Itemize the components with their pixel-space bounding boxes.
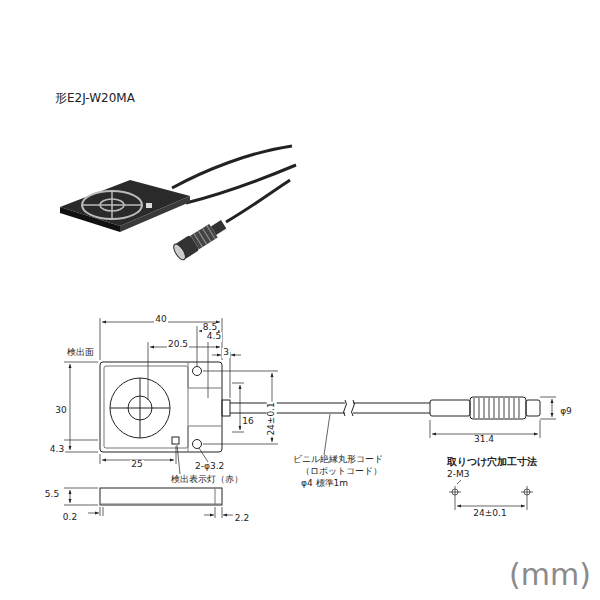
knurling [509,398,510,418]
dimension-label: 2.2 [234,514,250,524]
dimension-label: 30 [54,406,67,416]
sensor-illustration [60,146,296,262]
dimension-label: 20.5 [167,340,189,350]
dimension-label: 4.5 [206,332,222,342]
knurling [489,398,490,418]
dimension-label: 16 [241,417,254,427]
dimension-label: 3 [222,348,230,358]
dimension-label: 0.2 [62,513,78,523]
side-view [100,488,222,505]
knurling [474,398,475,418]
dimension-label: （ロボットコード） [300,467,383,477]
dimension-label: 4.3 [49,445,65,455]
knurling [479,398,480,418]
knurling [514,398,515,418]
dimension-lines [64,318,556,518]
front-view [100,362,540,452]
dimension-label: 31.4 [473,435,495,445]
dimension-label: φ4 標準1m [300,479,349,489]
title: 形E2J-W20MA [55,90,135,107]
dimension-label: 40 [154,315,167,325]
dimension-label: 検出面 [66,348,95,358]
dimension-label: 取りつけ穴加工寸法 [446,456,538,467]
unit-label: (mm) [508,558,592,591]
knurling [519,398,520,418]
dimension-label: 5.5 [44,490,60,500]
dimension-label: φ9 [559,407,573,417]
dimension-label: ビニル絶縁丸形コード [292,455,384,465]
knurling [499,398,500,418]
dimension-label: 24±0.1 [267,401,277,436]
knurling [484,398,485,418]
dimension-label: 検出表示灯（赤） [170,475,244,485]
dimension-label: 24±0.1 [472,509,507,519]
knurling [494,398,495,418]
dimension-label: 2-φ3.2 [194,462,225,472]
dimension-label: 25 [130,460,143,470]
dimension-label: 2-M3 [446,470,470,480]
knurling [504,398,505,418]
